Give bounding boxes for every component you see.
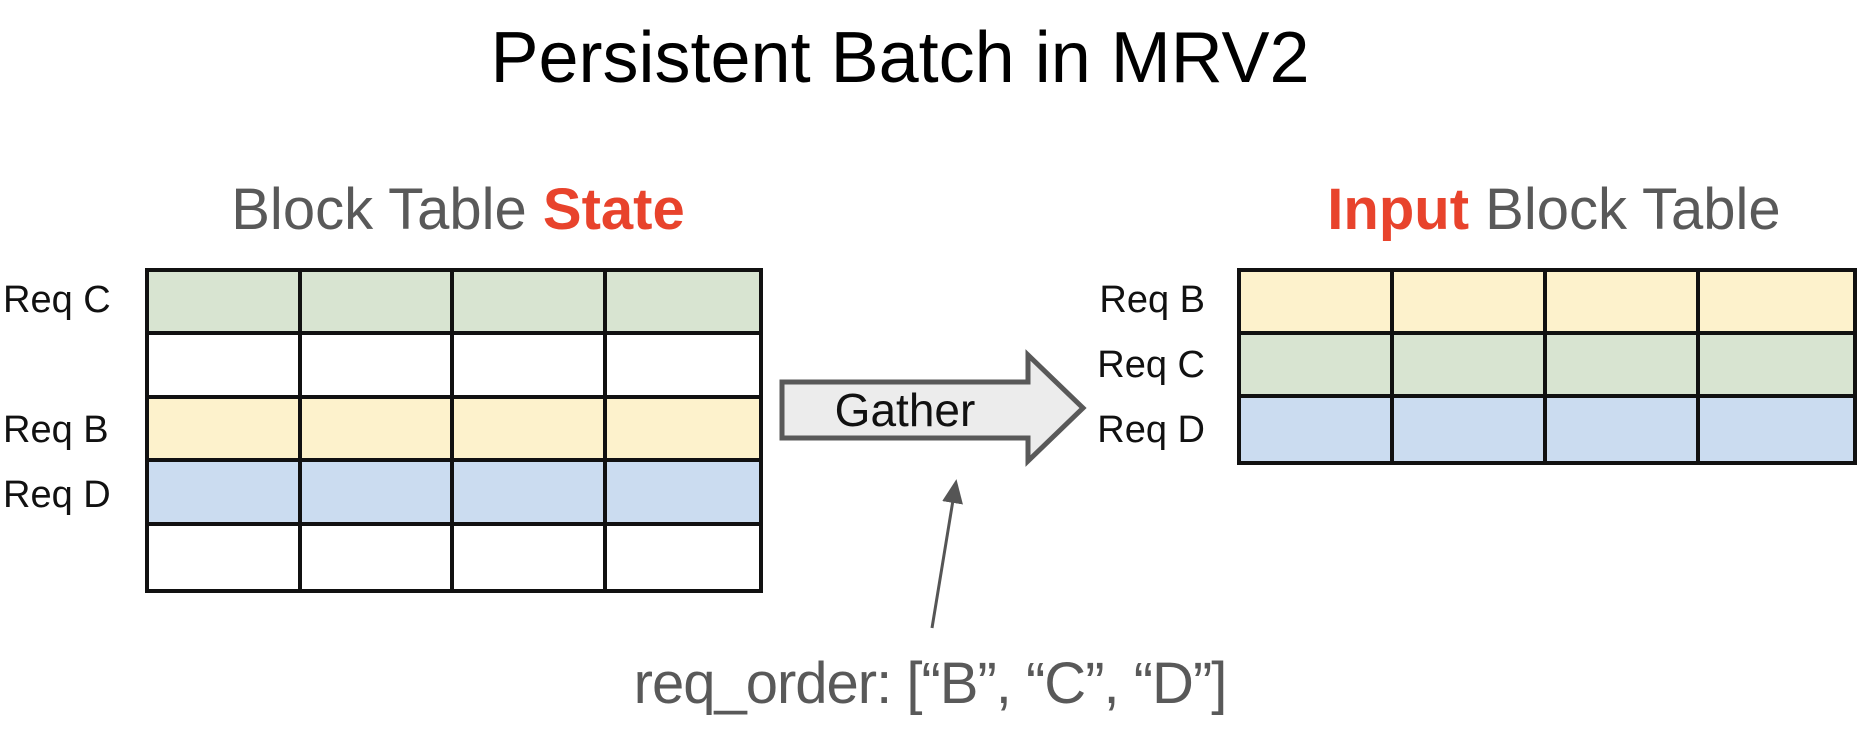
block-cell bbox=[1547, 398, 1700, 461]
block-cell bbox=[1700, 272, 1853, 335]
block-cell bbox=[606, 525, 759, 589]
input-table-row-labels: Req B Req C Req D bbox=[1040, 268, 1205, 463]
block-cell bbox=[301, 462, 454, 526]
block-cell bbox=[301, 272, 454, 336]
row-label: Req B bbox=[1099, 279, 1205, 321]
block-cell bbox=[301, 398, 454, 463]
block-cell bbox=[1394, 398, 1547, 461]
row-label: Req D bbox=[1097, 409, 1205, 451]
block-cell bbox=[149, 398, 302, 463]
input-table-heading: Input Block Table bbox=[1154, 181, 1874, 239]
row-label: Req C bbox=[3, 279, 111, 321]
block-cell bbox=[301, 335, 454, 399]
block-cell bbox=[606, 335, 759, 399]
row-label: Req B bbox=[3, 409, 109, 451]
state-table-heading: Block Table State bbox=[58, 181, 858, 239]
row-label-slot: Req B bbox=[1099, 268, 1205, 333]
block-cell bbox=[149, 335, 302, 399]
block-cell bbox=[454, 335, 607, 399]
block-cell bbox=[1241, 398, 1394, 461]
block-cell bbox=[149, 525, 302, 589]
state-table-heading-prefix: Block Table bbox=[231, 177, 543, 242]
input-table-heading-suffix: Block Table bbox=[1469, 177, 1781, 242]
block-cell bbox=[454, 272, 607, 336]
block-cell bbox=[606, 272, 759, 336]
block-cell bbox=[1394, 272, 1547, 335]
state-table-row-labels: Req C Req B Req D bbox=[3, 268, 141, 593]
req-order-pointer-arrow bbox=[930, 479, 963, 629]
block-cell bbox=[606, 398, 759, 463]
block-cell bbox=[454, 398, 607, 463]
state-block-table bbox=[145, 268, 763, 593]
block-cell bbox=[454, 525, 607, 589]
gather-arrow-shape bbox=[779, 349, 1087, 467]
block-cell bbox=[1700, 335, 1853, 398]
block-cell bbox=[1547, 272, 1700, 335]
page-title: Persistent Batch in MRV2 bbox=[490, 18, 1310, 98]
block-cell bbox=[1394, 335, 1547, 398]
block-cell bbox=[1241, 335, 1394, 398]
gather-arrow-label: Gather bbox=[834, 384, 976, 436]
req-order-annotation: req_order: [“B”, “C”, “D”] bbox=[633, 651, 1228, 716]
input-block-table bbox=[1237, 268, 1857, 465]
row-label-slot: Req D bbox=[3, 463, 111, 528]
block-cell bbox=[606, 462, 759, 526]
row-label: Req D bbox=[3, 474, 111, 516]
block-cell bbox=[1700, 398, 1853, 461]
row-label-slot: Req C bbox=[1097, 333, 1205, 398]
block-cell bbox=[301, 525, 454, 589]
block-cell bbox=[1547, 335, 1700, 398]
block-cell bbox=[149, 462, 302, 526]
block-cell bbox=[149, 272, 302, 336]
block-cell bbox=[1241, 272, 1394, 335]
input-table-heading-highlight: Input bbox=[1327, 177, 1470, 242]
row-label-slot: Req C bbox=[3, 268, 111, 333]
row-label-slot: Req B bbox=[3, 398, 109, 463]
block-cell bbox=[454, 462, 607, 526]
row-label-slot: Req D bbox=[1097, 398, 1205, 463]
state-table-heading-highlight: State bbox=[542, 177, 685, 242]
row-label: Req C bbox=[1097, 344, 1205, 386]
